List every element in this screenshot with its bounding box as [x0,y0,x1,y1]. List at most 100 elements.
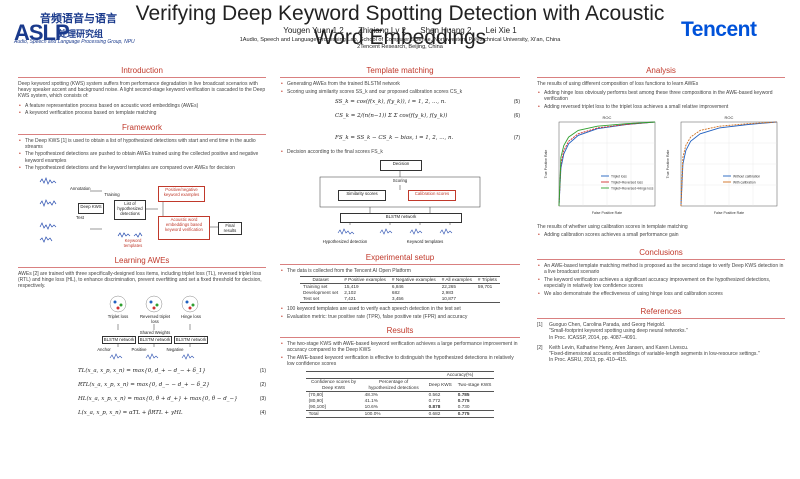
chart-series-line [558,121,656,206]
table-header-cell: Deep KWS [428,381,452,387]
chart-ylabel: True Positive Rate [544,149,548,178]
table-cell: Development set [303,290,339,296]
equation-number: (6) [513,112,520,119]
reference-number: [2] [537,344,543,351]
author: Yougen Yuan 1,2 [283,26,344,35]
list-item: Adding reversed triplet loss to the trip… [538,104,785,110]
poster-title: Verifying Deep Keyword Spotting Detectio… [135,2,665,49]
equation-4: L(x_a, x_p, x_n) = αTL + βRTL + γHL(4) [78,410,266,424]
list-item: A feature representation process based o… [19,103,266,109]
equation-2: RTL(x_a, x_p, x_n) = max{0, d_− − d_+ − … [78,382,266,396]
table-cell [475,296,500,303]
framework-diagram: Annotation Deep KWS Training Test List o… [18,174,266,252]
table-header-cell: # Positive examples [344,277,386,283]
table-cell: 0.730 [457,403,470,409]
equation-text: FS_k = SS_k − CS_k − bias, i = 1, 2, ...… [335,134,454,141]
equation-3: HL(x_a, x_p, x_n) = max{0, θ + d_+} + ma… [78,396,266,410]
reference-1: [1] Guoguo Chen, Carolina Parada, and Ge… [537,322,785,341]
equation-number: (5) [513,98,520,105]
section-title-results: Results [280,326,520,339]
equation-5: SS_k = cos(f(x_k), f(y_k)), i = 1, 2, ..… [335,99,520,113]
deep-kws-box: Deep KWS [78,202,104,214]
list-item: Evaluation metric: true positive rate (T… [281,314,520,320]
decision-box: Decision [380,160,422,172]
author: Lei Xie 1 [485,26,517,35]
table-cell: 41.1% [364,397,378,403]
legend-label: With calibration [733,180,756,184]
table-cell: Training set [303,284,328,290]
equation-number: (3) [259,396,266,403]
section-title-references: References [537,307,785,320]
section-title-analysis: Analysis [537,66,785,78]
table-cell: (90,100] [308,403,326,409]
scoring-equations: SS_k = cos(f(x_k), f(y_k)), i = 1, 2, ..… [280,99,520,149]
table-cell: 0.775 [457,410,470,416]
reference-line: In Proc. ASRU, 2013, pp. 410–415. [549,357,628,364]
list-item: Adding hinge loss obviously performs bes… [538,90,785,102]
blstm-box: BLSTM network [174,336,208,345]
table-cell: 10,877 [441,296,457,302]
list-item: The keyword verification achieves a sign… [538,277,785,289]
table-cell: 48.3% [364,391,378,397]
results-bullets: The two-stage KWS with AWE-based keyword… [280,341,520,367]
triplet-diagram-graphic [109,295,199,360]
table-cell: 2,102 [344,290,356,296]
table-header-cell: # All examples [441,277,472,283]
affiliation-1: 1Audio, Speech and Language Processing L… [239,37,561,43]
equation-number: (2) [259,382,266,389]
list-item: An AWE-based template matching method is… [538,263,785,275]
equation-number: (1) [259,368,266,375]
left-column: Introduction Deep keyword spotting (KWS)… [18,66,266,424]
chart-xlabel: False Positive Rate [592,211,622,215]
legend-label: Triplet+Reversed+Hinge loss [611,186,654,190]
table-row: Development set 2,102 682 2,983 [300,290,500,296]
table-cell: 6,846 [391,284,404,290]
list-item: 100 keyword templates are used to verify… [281,306,520,312]
chart-title: ROC [725,115,734,120]
list-item: The data is collected from the Tencent A… [281,268,520,274]
table-cell: 682 [391,290,400,296]
hypothesized-list-box: List of hypothesized detections [114,199,146,220]
scoring-diagram-graphic [319,170,481,235]
logo-aslp-text: ASLP [14,20,70,45]
table-row: (90,100] 10.6% 0.878 0.730 [306,404,495,411]
accuracy-header: Accuracy(%) [446,371,474,377]
keyword-templates-label: Keyword templates [118,237,148,248]
negative-label: Negative [164,347,186,353]
logo-cn-line2: 处理研究组 [58,30,104,40]
dataset-table: Dataset # Positive examples # Negative e… [300,276,500,303]
table-header-row: Dataset # Positive examples # Negative e… [300,276,500,284]
analysis-intro: The results of using different compositi… [537,81,699,87]
analysis-bullets-2: Adding calibration scores achieves a sma… [537,232,785,238]
table-header-row: Accuracy(%) [305,371,495,378]
blstm-box: BLSTM network [102,336,136,345]
table-cell: 2,983 [441,290,454,296]
table-header-cell: Percentage of hypothesized detections [368,378,419,390]
template-bullets-2: Decision according to the final scores F… [280,149,520,155]
table-cell: 0.775 [457,397,470,403]
roc-charts: ROC False Positive Rate True Positive Rate… [537,112,785,222]
training-label: Training [102,191,122,198]
chart-title: ROC [603,115,612,120]
calibration-scores-box: Calibration scores [408,190,456,202]
equation-number: (4) [259,410,266,417]
list-item: The hypothesized detections and the keyw… [19,165,266,171]
scoring-label: Scoring [385,178,415,185]
aslp-logo: 音频语音与语言 ASLP 处理研究组 Audio, Speech and Lan… [14,6,135,50]
list-item: A keyword verification process based on … [19,110,266,116]
right-column: Analysis The results of using different … [537,66,785,367]
equation-text: CS_k = 2/(n(n−1)) Σ Σ cos(f(y_k), f(y_k)… [335,112,448,119]
test-label: Test [70,214,90,221]
hypothesized-detection-label: Hypothesized detection [320,239,370,246]
legend-label: Triplet+Reversed loss [611,180,643,184]
chart-caption: The results of whether using calibration… [537,223,688,230]
logo-cn-line1: 音频语音与语言 [40,12,117,25]
roc-chart-loss-functions: ROC False Positive Rate True Positive Rate… [544,115,656,215]
pos-neg-examples-box: Positive/negative keyword examples [158,185,205,202]
table-row: Test set 7,421 3,456 10,877 [300,296,500,303]
equation-1: TL(x_a, x_p, x_n) = max{0, d_+ − d_− + δ… [78,368,266,382]
equation-text: SS_k = cos(f(x_k), f(y_k)), i = 1, 2, ..… [335,98,447,105]
awe-verification-box: Acoustic word embeddings based keyword v… [158,215,210,240]
intro-bullets: A feature representation process based o… [18,103,266,117]
poster-header: 音频语音与语言 ASLP 处理研究组 Audio, Speech and Lan… [0,0,800,64]
